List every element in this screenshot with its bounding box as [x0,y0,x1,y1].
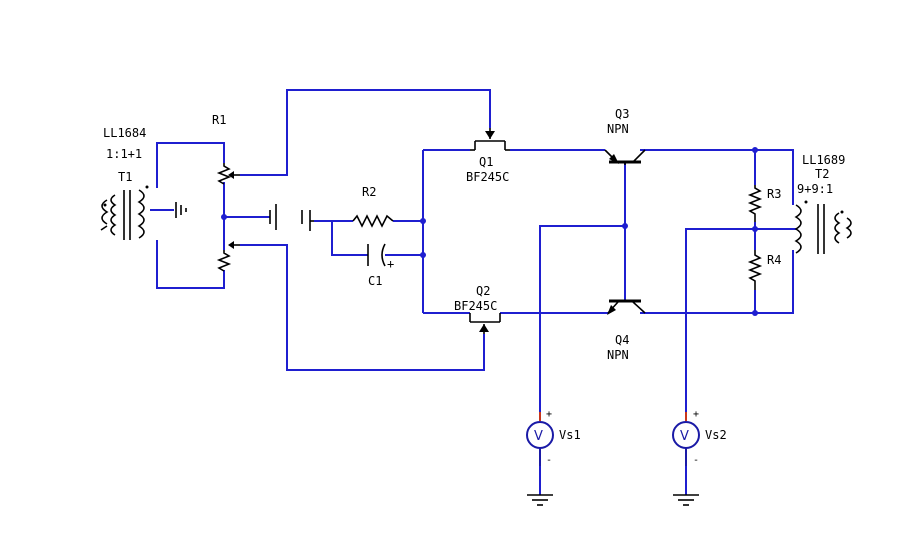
q4-ref-label: Q4 [615,333,629,347]
jfet-q2: Q2 BF245C [454,284,501,334]
transformer-t1: LL1684 1:1+1 T1 [100,126,149,240]
t2-ratio-label: 9+9:1 [797,182,833,196]
t2-model-label: LL1689 [802,153,845,167]
ground-icon [527,494,553,506]
voltmeter-vs1: V + - Vs1 [526,409,581,466]
q2-part-label: BF245C [454,299,497,313]
resistor-r4: R4 [747,250,781,290]
r3-ref-label: R3 [767,187,781,201]
transformer-t2: LL1689 T2 9+9:1 [794,153,852,254]
q3-type-label: NPN [607,122,629,136]
q2-ref-label: Q2 [476,284,490,298]
r1-ref-label: R1 [212,113,226,127]
vs2-symbol: V [680,429,689,444]
t1-model-label: LL1684 [103,126,146,140]
r4-ref-label: R4 [767,253,781,267]
c1-plus-label: + [387,257,394,271]
voltmeter-vs2: V + - Vs2 [672,409,727,466]
t1-ratio-label: 1:1+1 [106,147,142,161]
junction-nodes [221,147,758,316]
t2-ref-label: T2 [815,167,829,181]
resistor-r2: R2 [352,185,394,228]
vs2-plus: + [693,409,699,420]
battery-icon [269,204,314,231]
vs1-ref-label: Vs1 [559,428,581,442]
vs2-minus: - [693,455,699,466]
r2-ref-label: R2 [362,185,376,199]
npn-q3: Q3 NPN [604,107,646,165]
npn-q4: Q4 NPN [607,299,646,362]
capacitor-c1: + C1 [367,243,394,288]
vs1-plus: + [546,409,552,420]
jfet-q1: Q1 BF245C [466,128,510,184]
resistor-r3: R3 [747,185,781,222]
q3-ref-label: Q3 [615,107,629,121]
q1-ref-label: Q1 [479,155,493,169]
q4-type-label: NPN [607,348,629,362]
vs1-minus: - [546,455,552,466]
q1-part-label: BF245C [466,170,509,184]
wires [150,89,796,495]
vs2-ref-label: Vs2 [705,428,727,442]
vs1-symbol: V [534,429,543,444]
t1-ref-label: T1 [118,170,132,184]
t1-ground-icon [175,202,187,218]
ground-icon [673,494,699,506]
c1-ref-label: C1 [368,274,382,288]
potentiometer-r1: R1 [212,113,240,272]
